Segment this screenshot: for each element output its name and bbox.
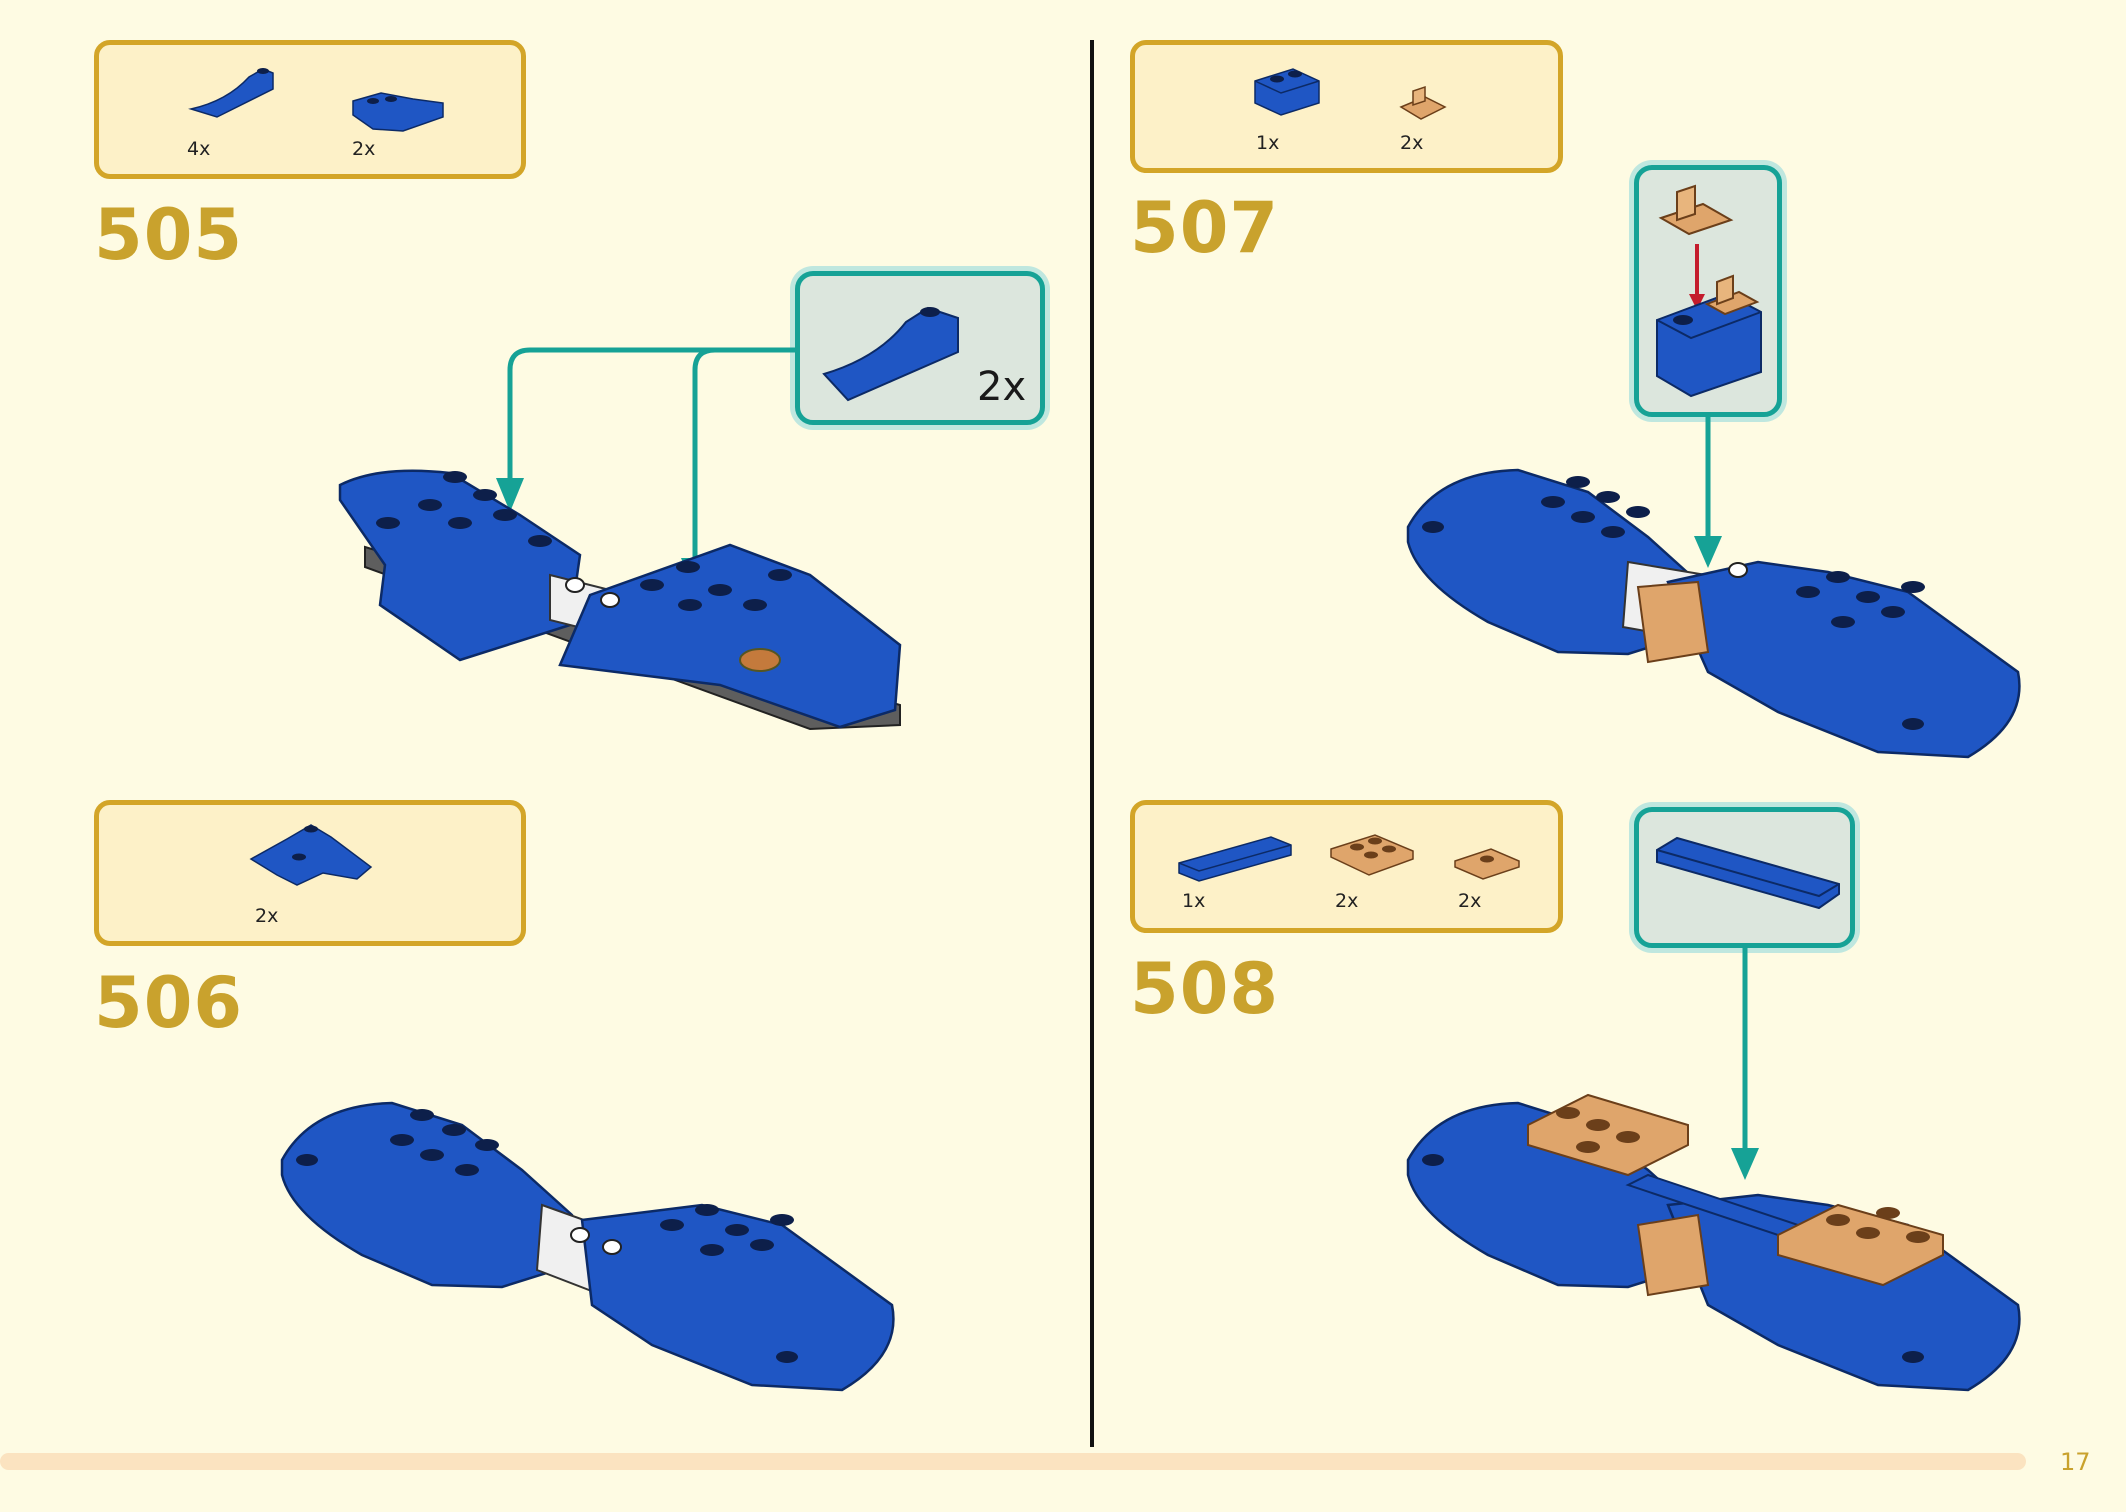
callout-505: 2x — [795, 271, 1045, 425]
blue-curved-slope-icon — [188, 68, 274, 118]
parts-box-507: 1x 2x — [1130, 40, 1563, 173]
part-qty: 2x — [1458, 890, 1482, 912]
page-number: 17 — [2060, 1448, 2091, 1476]
sub-assembly-icon — [1656, 184, 1762, 398]
part-qty: 2x — [1400, 132, 1424, 154]
step-508-model — [1406, 1093, 2021, 1392]
parts-box-506: 2x — [94, 800, 526, 946]
part-qty: 4x — [187, 138, 211, 160]
parts-box-508: 1x 2x 2x — [1130, 800, 1563, 933]
footer-bar — [0, 1453, 2026, 1470]
blue-curved-slope-icon — [822, 306, 959, 402]
part-qty: 1x — [1182, 890, 1206, 912]
tan-clip-plate-icon — [1399, 85, 1447, 120]
callout-507 — [1634, 165, 1782, 417]
step-number-505: 505 — [94, 194, 244, 276]
part-qty: 2x — [352, 138, 376, 160]
page-divider — [1090, 40, 1094, 1447]
step-number-506: 506 — [94, 962, 244, 1044]
tan-jumper-plate-icon — [1454, 848, 1520, 880]
step-number-507: 507 — [1130, 187, 1280, 269]
step-507-model — [1406, 468, 2021, 759]
callout-qty: 2x — [977, 364, 1027, 410]
blue-brick-1x2-icon — [1254, 68, 1320, 116]
step-number-508: 508 — [1130, 948, 1280, 1030]
part-qty: 2x — [1335, 890, 1359, 912]
part-qty: 2x — [255, 905, 279, 927]
tan-plate-2x2-icon — [1330, 834, 1414, 876]
blue-wing-wedge-icon — [249, 824, 373, 886]
blue-tile-1x6-icon — [1656, 836, 1840, 910]
step-505-model — [338, 469, 902, 731]
part-qty: 1x — [1256, 132, 1280, 154]
callout-508 — [1634, 807, 1855, 948]
parts-box-505: 4x 2x — [94, 40, 526, 179]
blue-wedge-icon — [352, 92, 444, 132]
blue-tile-1x6-icon — [1178, 836, 1292, 882]
step-506-model — [280, 1101, 895, 1392]
